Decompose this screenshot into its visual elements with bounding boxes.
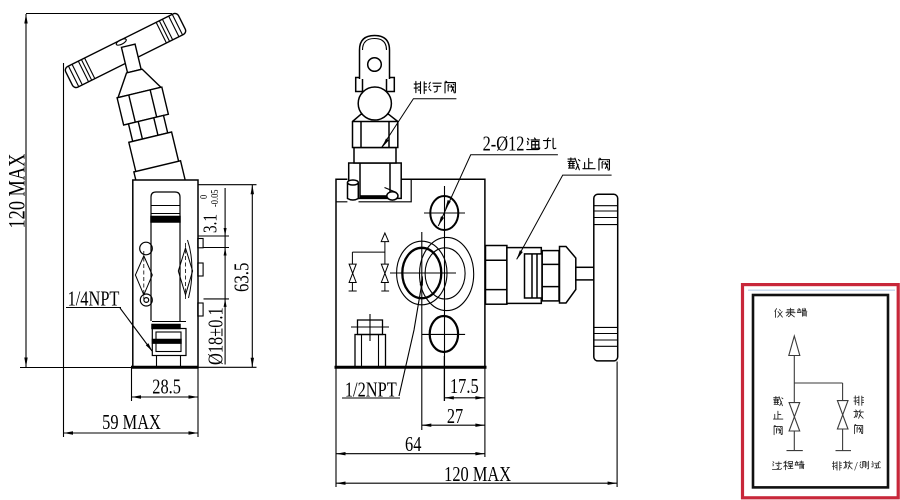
svg-text:/: /	[854, 460, 858, 474]
svg-text:-0.05: -0.05	[210, 189, 221, 207]
svg-text:3.1: 3.1	[199, 214, 221, 233]
svg-text:Ø18±0.1: Ø18±0.1	[205, 307, 228, 365]
svg-text:63.5: 63.5	[231, 263, 254, 292]
svg-text:120 MAX: 120 MAX	[3, 154, 30, 229]
svg-text:1/2NPT: 1/2NPT	[345, 379, 397, 402]
svg-text:64: 64	[405, 433, 422, 456]
svg-text:27: 27	[447, 405, 463, 428]
svg-text:28.5: 28.5	[152, 376, 181, 399]
svg-text:59 MAX: 59 MAX	[102, 411, 161, 434]
svg-text:120 MAX: 120 MAX	[444, 463, 511, 486]
svg-text:0: 0	[199, 195, 210, 199]
svg-text:2-Ø12: 2-Ø12	[483, 133, 525, 156]
svg-text:1/4NPT: 1/4NPT	[68, 288, 120, 311]
svg-text:17.5: 17.5	[450, 375, 479, 398]
